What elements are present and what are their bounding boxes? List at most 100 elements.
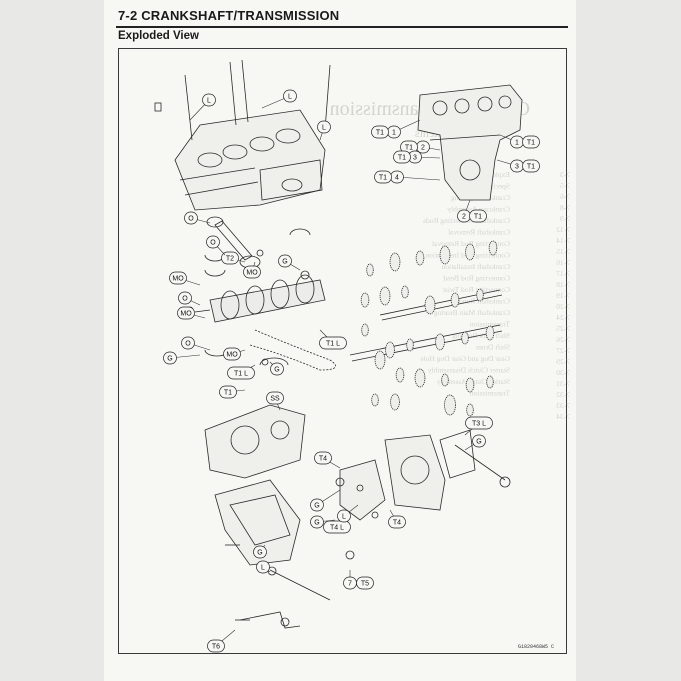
gear-icon: [379, 286, 391, 306]
bleed-toc-row: Transmission: [470, 389, 510, 398]
bleed-page-number: 7-24: [556, 313, 570, 322]
callout-t1: T1: [522, 135, 540, 149]
crankshaft: [194, 274, 326, 323]
callout-t6: T6: [207, 629, 236, 653]
callout-label: T4 L: [330, 525, 344, 532]
gear-icon: [361, 323, 369, 337]
callout-g: G: [278, 254, 301, 271]
callout-g: G: [464, 434, 486, 451]
callout-label: O: [185, 341, 191, 348]
cylinder-studs: [154, 59, 331, 141]
bleed-page-number: 7-20: [556, 302, 570, 311]
page-title: 7-2 CRANKSHAFT/TRANSMISSION: [118, 8, 340, 23]
bleed-toc-row: Connecting Rod Twist: [442, 285, 510, 294]
bleed-page-number: 7-16: [556, 258, 570, 267]
bleed-toc-row: Connecting Rod Bend: [443, 274, 510, 283]
callout-mo: MO: [177, 306, 206, 320]
figure-code: G1820468W5 C: [518, 644, 555, 650]
bleed-toc-row: Crankcase Assembly: [447, 205, 510, 214]
gear-icon: [441, 373, 449, 387]
callout-n3: 3: [496, 159, 524, 173]
gear-icon: [466, 403, 474, 417]
callout-label: O: [188, 216, 194, 223]
gear-icon: [465, 243, 475, 261]
callout-label: L: [342, 514, 346, 521]
bleed-toc-row: Crankshaft Removal: [448, 228, 510, 237]
bleed-page-number: 7-33: [556, 401, 570, 410]
gear-icon: [486, 375, 494, 389]
callout-label: T1: [224, 390, 232, 397]
callout-label: T3 L: [472, 421, 486, 428]
callout-t2: T2: [221, 251, 246, 265]
gear-icon: [389, 252, 401, 272]
gear-icon: [406, 338, 414, 352]
callout-label: MO: [246, 270, 258, 277]
bleed-page-number: 7-15: [556, 247, 570, 256]
callout-label: 2: [421, 145, 425, 152]
callout-label: T2: [226, 256, 234, 263]
lower-crankcase: [417, 84, 523, 201]
fasteners: [186, 249, 379, 621]
bleed-toc-rows: Exploded ViewSpecificationsCrankcase Spl…: [420, 170, 570, 421]
callout-label: O: [210, 240, 216, 247]
callout-l: L: [261, 89, 297, 109]
bleed-toc-row: Crankshaft Main Bearing: [434, 308, 510, 317]
shift-lever: [239, 566, 331, 629]
callout-g: G: [310, 489, 341, 512]
callout-label: G: [282, 259, 287, 266]
shift-mechanism: [439, 429, 511, 488]
bleed-page-number: 7-9: [560, 214, 570, 223]
callout-label: T5: [361, 581, 369, 588]
bleed-toc-row: Crankshaft Installation: [441, 262, 510, 271]
bleed-toc-row: Shift Drum: [476, 343, 510, 352]
bleed-toc-row: Starter Clutch Disassembly: [428, 366, 510, 375]
callout-mo: MO: [223, 347, 246, 361]
callout-o: O: [178, 291, 201, 306]
callout-t1: T1: [374, 170, 392, 184]
callout-label: G: [274, 367, 279, 374]
gear-icon: [485, 325, 495, 341]
bleed-page-number: 7-29: [556, 357, 570, 366]
callout-g: G: [269, 361, 284, 376]
callout-t4: T4: [388, 509, 406, 529]
side-cover: [204, 404, 306, 566]
gear-icon: [415, 250, 425, 266]
callout-t3l: T3 L: [464, 416, 493, 436]
callout-label: G: [314, 520, 319, 527]
callout-l: L: [317, 120, 331, 141]
callout-mo: MO: [243, 261, 261, 279]
callout-t1: T1: [219, 385, 246, 399]
callout-label: 1: [515, 140, 519, 147]
bleed-page-number: 7-27: [556, 346, 570, 355]
callout-o: O: [206, 235, 226, 256]
callout-t1l: T1 L: [319, 329, 347, 350]
callout-t4: T4: [314, 451, 341, 469]
callout-t5: T5: [356, 576, 374, 590]
bleed-page-number: 7-34: [556, 412, 570, 421]
callout-label: G: [167, 356, 172, 363]
callout-label: T4: [393, 520, 401, 527]
callout-label: T1: [376, 130, 384, 137]
callout-label: MO: [180, 311, 192, 318]
bleed-page-number: 7-26: [556, 335, 570, 344]
starter-clutch-cover: [339, 434, 446, 521]
callout-t1: T1: [469, 209, 487, 223]
callout-label: G: [476, 439, 481, 446]
callout-label: SS: [270, 396, 280, 403]
callout-label: 4: [395, 175, 399, 182]
callout-label: T1: [474, 214, 482, 221]
bleed-page-number: 7-30: [556, 368, 570, 377]
callout-label: T1: [527, 140, 535, 147]
gear-icon: [414, 368, 426, 388]
bleed-toc-row: Connecting Rod Removal: [432, 239, 510, 248]
bleed-page-number: 7-25: [556, 324, 570, 333]
gear-icon: [465, 377, 475, 393]
bleed-page-number: 7-17: [556, 269, 570, 278]
callout-label: T6: [212, 644, 220, 651]
bleed-page-number: 7-18: [556, 280, 570, 289]
callout-label: 1: [392, 130, 396, 137]
callout-n3: 3: [408, 150, 441, 164]
callout-label: G: [314, 503, 319, 510]
bleed-page-number: 7-19: [556, 291, 570, 300]
